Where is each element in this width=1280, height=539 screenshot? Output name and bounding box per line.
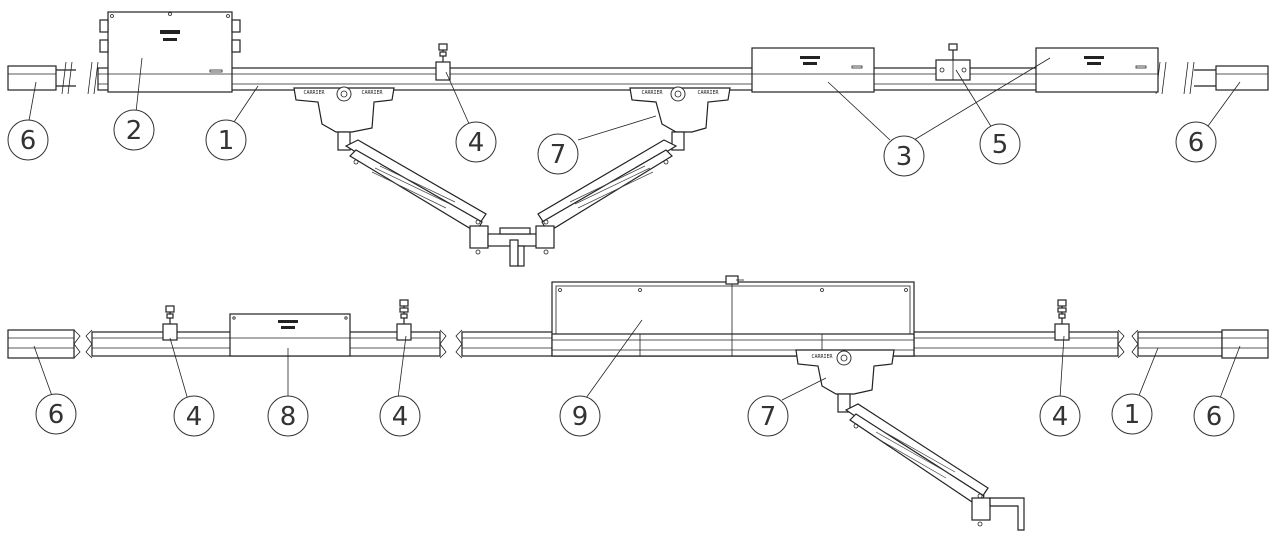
callout-4-bottom-3: 4 — [1039, 395, 1081, 437]
callout-label: 8 — [280, 402, 297, 432]
callout-label: 4 — [468, 128, 485, 158]
svg-text:CARRIER: CARRIER — [303, 90, 325, 96]
joint-cover-left — [751, 47, 875, 93]
expansion-unit-9 — [551, 275, 915, 357]
hanger-clamp-bottom-1 — [162, 305, 178, 341]
callout-label: 4 — [392, 402, 409, 432]
hanger-clamp-bottom-3 — [1054, 299, 1070, 341]
callout-label: 1 — [218, 126, 235, 156]
svg-text:CARRIER: CARRIER — [361, 90, 383, 96]
callout-4-top: 4 — [455, 121, 497, 163]
top-rail-assembly: CARRIER CARRIER CARRIER CARRIER — [7, 11, 1269, 267]
callout-9: 9 — [559, 395, 601, 437]
callout-6-bottom-right: 6 — [1193, 395, 1235, 437]
callout-label: 6 — [1188, 128, 1205, 158]
callout-4-bottom-2: 4 — [379, 395, 421, 437]
callout-label: 7 — [550, 140, 567, 170]
callout-label: 5 — [992, 130, 1009, 160]
hanger-clamp-top — [435, 43, 451, 81]
callout-label: 6 — [20, 126, 37, 156]
callout-label: 9 — [572, 402, 589, 432]
callout-label: 6 — [48, 400, 65, 430]
svg-text:CARRIER: CARRIER — [697, 90, 719, 96]
callout-5: 5 — [979, 123, 1021, 165]
callout-label: 4 — [186, 402, 203, 432]
callout-8: 8 — [267, 395, 309, 437]
callout-6-top-right: 6 — [1175, 121, 1217, 163]
current-collector-top-left: CARRIER CARRIER — [293, 86, 489, 255]
rail-segment-bottom-3 — [1131, 329, 1223, 359]
line-feed-box — [99, 11, 241, 93]
callout-label: 2 — [126, 116, 143, 146]
joint-cover-right — [1035, 47, 1159, 93]
current-collector-bottom: CARRIER — [795, 349, 1025, 531]
callout-1-bottom: 1 — [1111, 393, 1153, 435]
current-collector-top-right: CARRIER CARRIER — [535, 86, 731, 255]
anchor-clamp — [935, 43, 971, 81]
callout-label: 1 — [1124, 400, 1141, 430]
callout-3: 3 — [883, 135, 925, 177]
bottom-rail-assembly: CARRIER — [7, 275, 1269, 531]
callout-label: 3 — [896, 142, 913, 172]
callout-label: 4 — [1052, 402, 1069, 432]
callout-label: 7 — [760, 402, 777, 432]
end-cap-bottom-left — [7, 329, 81, 359]
leader-lines-top — [27, 57, 1241, 141]
end-cap-top-right — [1183, 61, 1269, 95]
callout-1-top: 1 — [205, 119, 247, 161]
callout-6-top-left: 6 — [7, 119, 49, 161]
center-coupling — [487, 227, 543, 267]
callout-label: 6 — [1206, 402, 1223, 432]
svg-text:CARRIER: CARRIER — [811, 354, 833, 360]
callout-6-bottom-left: 6 — [35, 393, 77, 435]
hanger-clamp-bottom-2 — [396, 299, 412, 341]
callout-4-bottom-1: 4 — [173, 395, 215, 437]
svg-text:CARRIER: CARRIER — [641, 90, 663, 96]
leader-lines-bottom — [33, 319, 1241, 401]
end-cap-bottom-right — [1221, 329, 1269, 359]
end-cap-top-left — [7, 61, 76, 95]
splice-cover-8 — [229, 313, 351, 357]
callout-7-top: 7 — [537, 133, 579, 175]
callout-2: 2 — [113, 109, 155, 151]
main-rail-top — [87, 61, 1167, 95]
callout-7-bottom: 7 — [747, 395, 789, 437]
